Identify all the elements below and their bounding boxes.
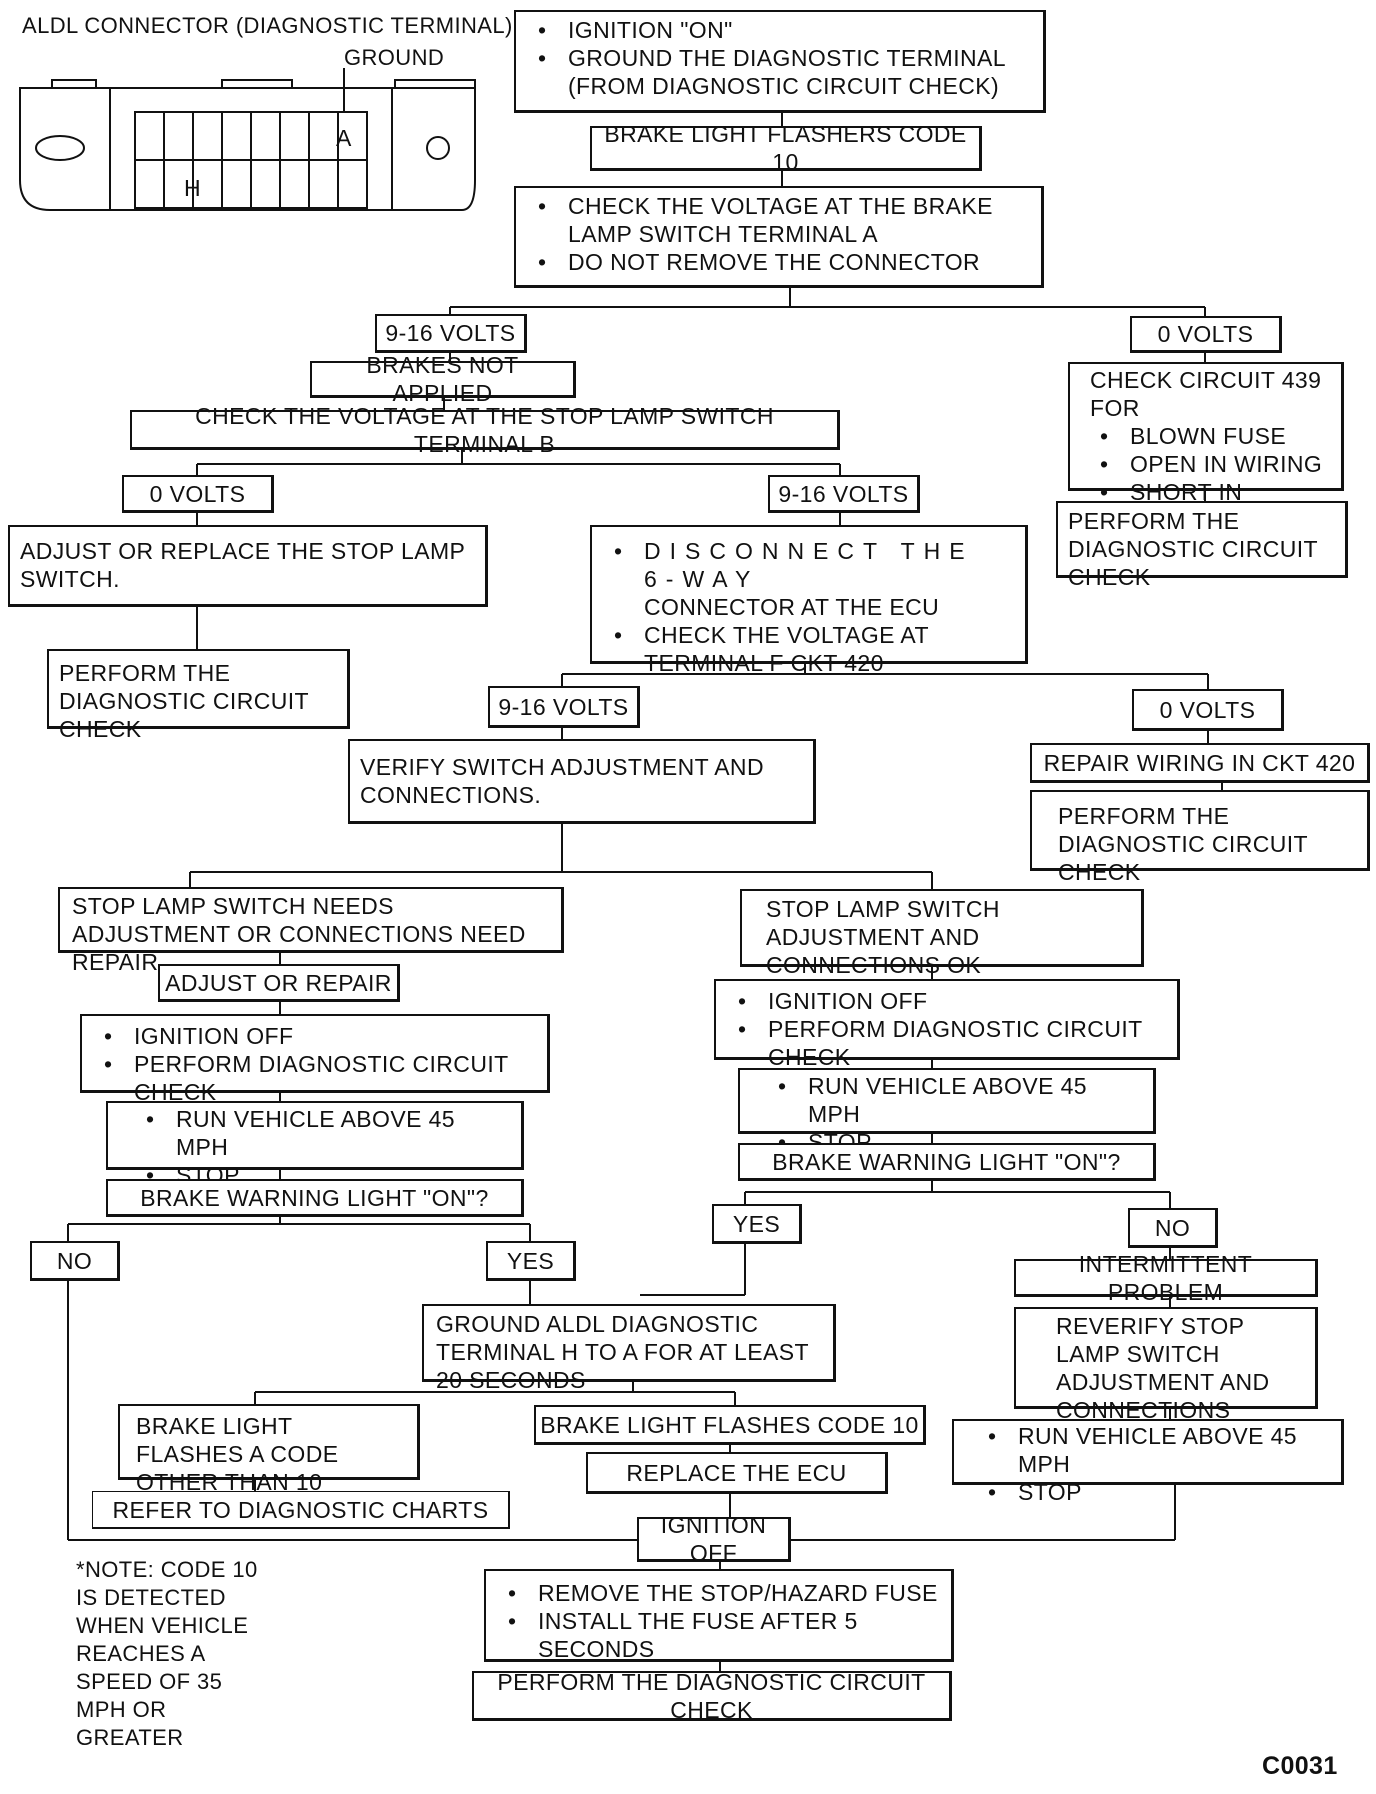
- perform-dcc-ckt-420: PERFORM THE DIAGNOSTIC CIRCUIT CHECK: [1030, 790, 1370, 885]
- ground-label: GROUND: [344, 45, 445, 70]
- step-ignition-on-item: IGNITION "ON": [538, 16, 1033, 44]
- step-check-terminal-a: CHECK THE VOLTAGE AT THE BRAKE LAMP SWIT…: [514, 186, 1044, 288]
- aldl-connector-drawing: [19, 68, 476, 211]
- result-0-volts-b: 0 VOLTS: [122, 475, 274, 513]
- ignition-off-left-item: PERFORM DIAGNOSTIC CIRCUIT CHECK: [104, 1050, 537, 1106]
- switch-needs-adjustment: STOP LAMP SWITCH NEEDS ADJUSTMENT OR CON…: [58, 887, 564, 975]
- disconnect-line-1: DISCONNECT THE 6-WAY: [644, 538, 974, 592]
- disconnect-line-2: CONNECTOR AT THE ECU: [644, 594, 940, 620]
- ground-aldl-terminal: GROUND ALDL DIAGNOSTIC TERMINAL H TO A F…: [422, 1304, 836, 1393]
- ignition-off-right-item: IGNITION OFF: [738, 987, 1167, 1015]
- run-vehicle-final: RUN VEHICLE ABOVE 45 MPH STOP: [952, 1419, 1344, 1506]
- run-vehicle-final-item: STOP: [988, 1478, 1335, 1506]
- stop-hazard-fuse: REMOVE THE STOP/HAZARD FUSE INSTALL THE …: [484, 1569, 954, 1662]
- ignition-off-right: IGNITION OFF PERFORM DIAGNOSTIC CIRCUIT …: [714, 979, 1180, 1070]
- run-vehicle-right: RUN VEHICLE ABOVE 45 MPH STOP: [738, 1068, 1156, 1156]
- disconnect-6-way-item: DISCONNECT THE 6-WAY CONNECTOR AT THE EC…: [614, 537, 1015, 621]
- answer-yes-right: YES: [712, 1204, 802, 1244]
- switch-adjustment-ok: STOP LAMP SWITCH ADJUSTMENT AND CONNECTI…: [740, 889, 1144, 978]
- note-code-10: *NOTE: CODE 10 IS DETECTED WHEN VEHICLE …: [76, 1557, 258, 1750]
- brake-warning-right: BRAKE WARNING LIGHT "ON"?: [738, 1143, 1156, 1181]
- pin-h-label: H: [184, 175, 202, 201]
- check-circuit-439-title: CHECK CIRCUIT 439 FOR: [1090, 367, 1322, 421]
- result-9-16-volts-c: 9-16 VOLTS: [488, 686, 640, 728]
- perform-dcc-final: PERFORM THE DIAGNOSTIC CIRCUIT CHECK: [472, 1669, 952, 1723]
- verify-switch-adjustment: VERIFY SWITCH ADJUSTMENT AND CONNECTIONS…: [348, 739, 816, 824]
- answer-no-right: NO: [1128, 1208, 1218, 1248]
- connector-title: ALDL CONNECTOR (DIAGNOSTIC TERMINAL): [22, 13, 513, 38]
- check-circuit-439-item: BLOWN FUSE: [1100, 422, 1333, 450]
- answer-no-left: NO: [30, 1241, 120, 1281]
- disconnect-6-way: DISCONNECT THE 6-WAY CONNECTOR AT THE EC…: [590, 525, 1028, 676]
- result-9-16-volts-a: 9-16 VOLTS: [375, 314, 527, 353]
- result-0-volts-c: 0 VOLTS: [1132, 689, 1284, 731]
- stop-hazard-fuse-item: REMOVE THE STOP/HAZARD FUSE: [508, 1579, 941, 1607]
- check-circuit-439-item: OPEN IN WIRING: [1100, 450, 1333, 478]
- figure-id: C0031: [1262, 1752, 1338, 1780]
- disconnect-6-way-item: CHECK THE VOLTAGE AT TERMINAL F CKT 420: [614, 621, 1015, 677]
- flashes-code-10: BRAKE LIGHT FLASHES CODE 10: [534, 1405, 926, 1445]
- brake-light-code-10: BRAKE LIGHT FLASHERS CODE 10: [590, 121, 982, 175]
- perform-dcc-circuit-439: PERFORM THE DIAGNOSTIC CIRCUIT CHECK: [1056, 501, 1348, 590]
- step-check-terminal-a-item: DO NOT REMOVE THE CONNECTOR: [538, 248, 1031, 276]
- step-check-terminal-b: CHECK THE VOLTAGE AT THE STOP LAMP SWITC…: [130, 403, 840, 457]
- ignition-off-final: IGNITION OFF: [637, 1512, 791, 1566]
- brake-warning-left: BRAKE WARNING LIGHT "ON"?: [106, 1179, 524, 1217]
- ignition-off-left-item: IGNITION OFF: [104, 1022, 537, 1050]
- answer-yes-left: YES: [486, 1241, 576, 1281]
- flashes-other-code: BRAKE LIGHT FLASHES A CODE OTHER THAN 10: [118, 1404, 420, 1495]
- run-vehicle-right-item: RUN VEHICLE ABOVE 45 MPH: [778, 1072, 1143, 1128]
- step-ignition-on: IGNITION "ON" GROUND THE DIAGNOSTIC TERM…: [514, 10, 1046, 113]
- ignition-off-right-item: PERFORM DIAGNOSTIC CIRCUIT CHECK: [738, 1015, 1167, 1071]
- refer-to-charts: REFER TO DIAGNOSTIC CHARTS: [92, 1491, 510, 1529]
- run-vehicle-left-item: RUN VEHICLE ABOVE 45 MPH: [146, 1105, 511, 1161]
- pin-a-label: A: [336, 125, 352, 151]
- ignition-off-left: IGNITION OFF PERFORM DIAGNOSTIC CIRCUIT …: [80, 1014, 550, 1105]
- run-vehicle-final-item: RUN VEHICLE ABOVE 45 MPH: [988, 1422, 1335, 1478]
- adjust-or-repair: ADJUST OR REPAIR: [158, 964, 400, 1002]
- step-check-terminal-a-item: CHECK THE VOLTAGE AT THE BRAKE LAMP SWIT…: [538, 192, 1031, 248]
- run-vehicle-left: RUN VEHICLE ABOVE 45 MPH STOP: [106, 1101, 524, 1189]
- result-9-16-volts-b: 9-16 VOLTS: [768, 475, 920, 513]
- repair-wiring-ckt-420: REPAIR WIRING IN CKT 420: [1030, 743, 1370, 783]
- replace-ecu: REPLACE THE ECU: [586, 1452, 888, 1494]
- stop-hazard-fuse-item: INSTALL THE FUSE AFTER 5 SECONDS: [508, 1607, 941, 1663]
- brakes-not-applied: BRAKES NOT APPLIED: [310, 352, 576, 406]
- check-circuit-439: CHECK CIRCUIT 439 FOR BLOWN FUSE OPEN IN…: [1068, 362, 1344, 533]
- perform-dcc-after-adjust: PERFORM THE DIAGNOSTIC CIRCUIT CHECK: [47, 649, 350, 742]
- adjust-or-replace-switch: ADJUST OR REPLACE THE STOP LAMP SWITCH.: [8, 525, 488, 607]
- reverify-switch: REVERIFY STOP LAMP SWITCH ADJUSTMENT AND…: [1014, 1307, 1318, 1423]
- intermittent-problem: INTERMITTENT PROBLEM: [1014, 1251, 1318, 1305]
- result-0-volts-a: 0 VOLTS: [1130, 316, 1282, 353]
- step-ignition-on-item: GROUND THE DIAGNOSTIC TERMINAL (FROM DIA…: [538, 44, 1033, 100]
